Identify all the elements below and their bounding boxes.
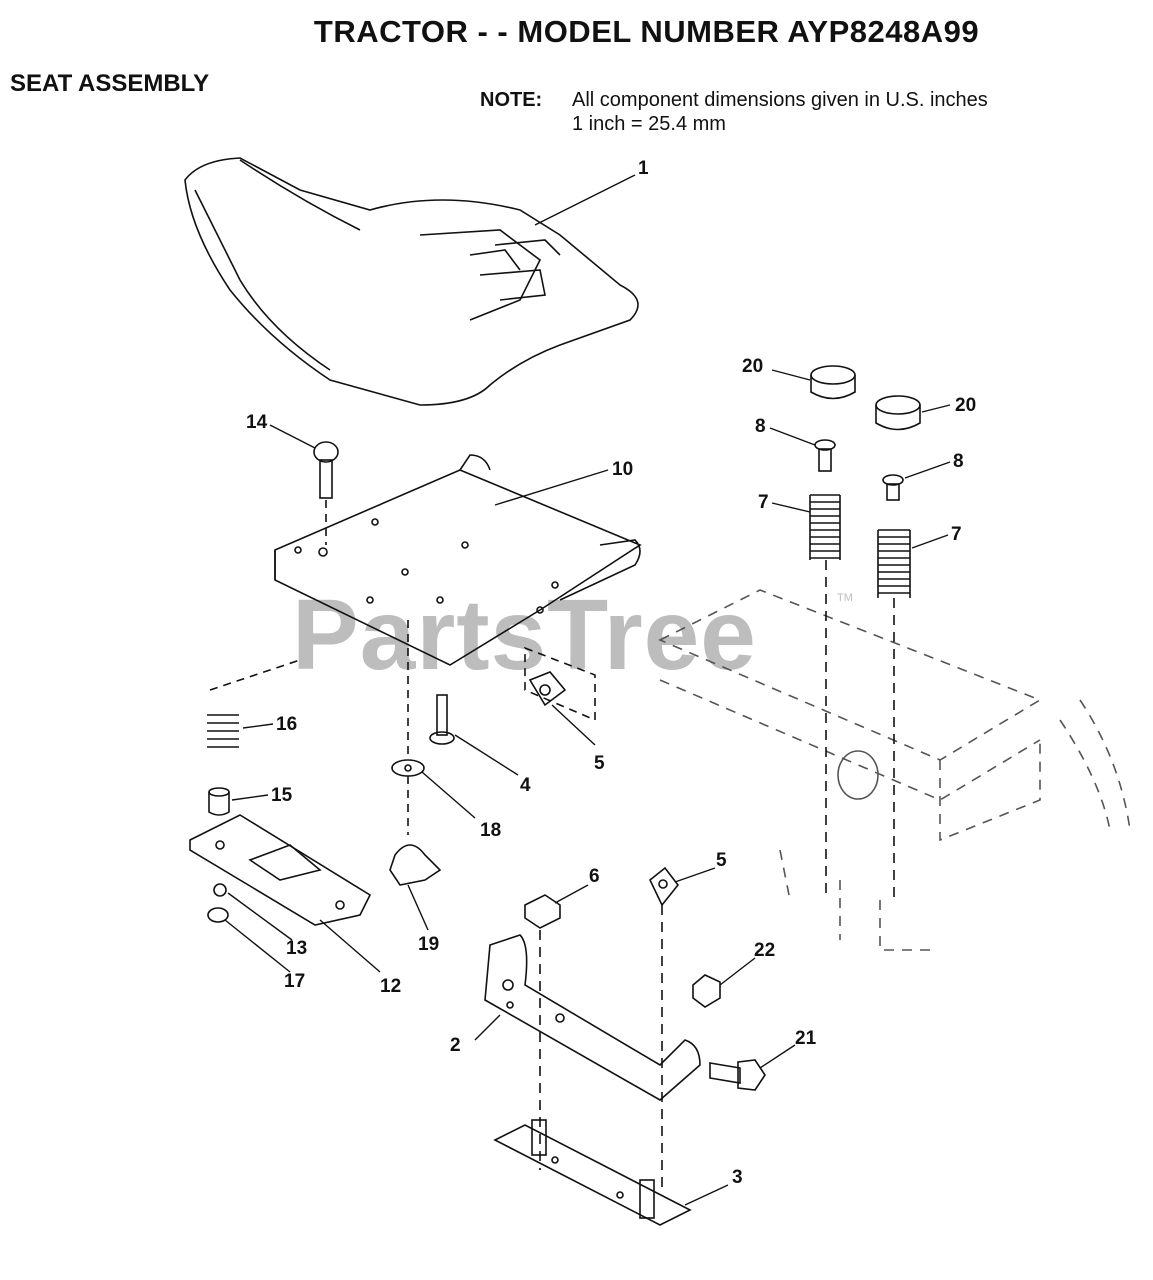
shoulder-bolt-part[interactable] <box>882 474 904 501</box>
note-line-2: 1 inch = 25.4 mm <box>572 113 726 135</box>
callout-15: 15 <box>271 785 293 806</box>
hex-nut-part[interactable] <box>692 974 721 1008</box>
stud-part[interactable] <box>531 1119 547 1156</box>
callout-21: 21 <box>795 1028 817 1049</box>
callout-14: 14 <box>246 412 268 433</box>
spacer-part[interactable] <box>875 395 921 431</box>
callout-10: 10 <box>612 459 633 480</box>
slide-plate-part[interactable] <box>189 814 372 926</box>
spring-part[interactable] <box>207 714 239 748</box>
section-title: SEAT ASSEMBLY <box>10 70 210 97</box>
callout-16: 16 <box>276 714 297 735</box>
callout-18: 18 <box>480 820 501 841</box>
hex-bolt-part[interactable] <box>709 1059 766 1091</box>
callout-22: 22 <box>754 940 775 961</box>
callout-8: 8 <box>755 416 766 437</box>
spacer-part[interactable] <box>810 365 856 400</box>
callout-8: 8 <box>953 451 964 472</box>
callout-5: 5 <box>716 850 727 871</box>
note-label: NOTE: <box>480 89 543 111</box>
dimension-note: NOTE: All component dimensions given in U… <box>480 88 988 136</box>
callout-7: 7 <box>951 524 962 545</box>
hex-nut-part[interactable] <box>524 894 561 929</box>
knob-part[interactable] <box>389 844 442 886</box>
tractor-frame-outline <box>658 589 1131 951</box>
seat-pan-part[interactable] <box>274 454 642 666</box>
note-line-1: All component dimensions given in U.S. i… <box>572 89 988 111</box>
carriage-bolt-part[interactable] <box>313 441 339 499</box>
washer-part[interactable] <box>391 759 425 777</box>
bushing-part[interactable] <box>208 787 230 816</box>
spring-part[interactable] <box>809 494 841 560</box>
callout-6: 6 <box>589 866 600 887</box>
stud-part[interactable] <box>639 1179 655 1219</box>
callout-3: 3 <box>732 1167 743 1188</box>
callout-labels: 1 20 20 8 8 7 7 14 10 16 15 4 5 18 19 13… <box>246 158 976 1188</box>
callout-4: 4 <box>520 775 531 796</box>
callout-13: 13 <box>286 938 307 959</box>
spring-part[interactable] <box>877 529 911 598</box>
callout-19: 19 <box>418 934 439 955</box>
clip-part[interactable] <box>528 671 567 707</box>
callout-5: 5 <box>594 753 605 774</box>
callout-7: 7 <box>758 492 769 513</box>
callout-20: 20 <box>955 395 976 416</box>
callout-2: 2 <box>450 1035 461 1056</box>
bolt-part[interactable] <box>429 694 455 745</box>
trademark-mark: TM <box>837 592 853 604</box>
nut-part[interactable] <box>213 883 227 897</box>
seat-part[interactable] <box>184 157 639 406</box>
nut-part[interactable] <box>207 907 229 923</box>
callout-leaders <box>224 174 951 1206</box>
callout-17: 17 <box>284 971 305 992</box>
callout-1: 1 <box>638 158 649 179</box>
clip-part[interactable] <box>649 866 680 907</box>
page-title: TRACTOR - - MODEL NUMBER AYP8248A99 <box>313 14 980 49</box>
mounting-plate-part[interactable] <box>493 1124 692 1226</box>
shoulder-bolt-part[interactable] <box>814 439 836 472</box>
callout-20: 20 <box>742 356 763 377</box>
callout-12: 12 <box>380 976 401 997</box>
seat-bracket-part[interactable] <box>484 934 701 1101</box>
